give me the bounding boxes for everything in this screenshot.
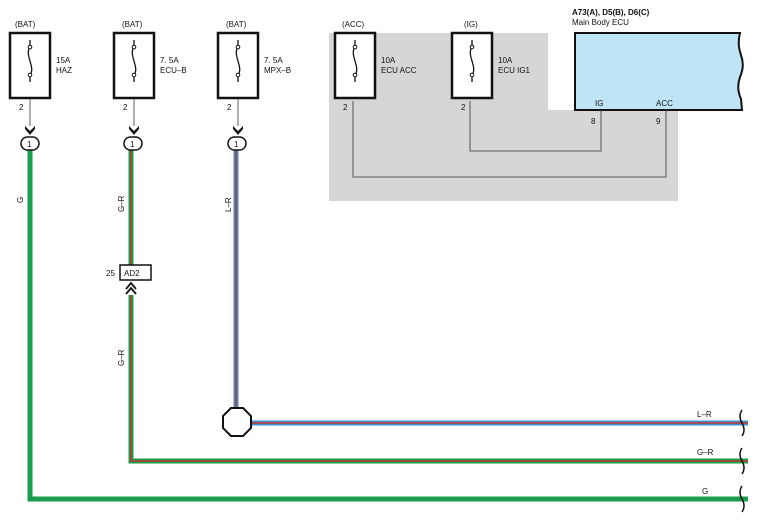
fuse-rating: 10A xyxy=(381,56,396,65)
junction-number: 1 xyxy=(27,140,32,149)
ecu-pin-ig-number: 8 xyxy=(591,117,596,126)
fuse-name: ECU IG1 xyxy=(498,66,531,75)
fuse-source-label: (IG) xyxy=(464,20,478,29)
fuse-rating: 15A xyxy=(56,56,71,65)
fuse-name: MPX–B xyxy=(264,66,291,75)
fuse-ecu-b: (BAT) 7. 5A ECU–B 2 xyxy=(112,20,187,112)
fuse-rating: 7. 5A xyxy=(264,56,283,65)
break-mark-g-r xyxy=(739,447,745,475)
wire-label-g: G xyxy=(16,197,25,203)
fuse-pin: 2 xyxy=(123,103,128,112)
right-label-l-r: L–R xyxy=(697,410,712,419)
junction-2: 1 xyxy=(123,126,143,151)
wire-ecu-ig1 xyxy=(469,101,602,152)
connector-pin: 25 xyxy=(106,269,115,278)
fuse-rating: 7. 5A xyxy=(160,56,179,65)
fuse-ecu-acc: (ACC) 10A ECU ACC 2 xyxy=(333,20,417,112)
ecu-shaded-region xyxy=(329,33,678,201)
fuse-source-label: (BAT) xyxy=(226,20,247,29)
junction-number: 1 xyxy=(130,140,135,149)
ecu-part-number: A73(A), D5(B), D6(C) xyxy=(572,8,650,17)
ecu-name: Main Body ECU xyxy=(572,18,629,27)
ecu-pin-acc-label: ACC xyxy=(656,99,673,108)
ecu-body xyxy=(574,32,744,111)
fuse-name: ECU–B xyxy=(160,66,187,75)
fuse-pin: 2 xyxy=(343,103,348,112)
wire-g xyxy=(27,150,748,502)
wire-ecu-acc xyxy=(352,101,667,178)
fuse-name: ECU ACC xyxy=(381,66,417,75)
fuse-haz: (BAT) 15A HAZ 2 xyxy=(8,20,72,112)
fuse-source-label: (BAT) xyxy=(122,20,143,29)
ecu-pin-ig-label: IG xyxy=(595,99,603,108)
break-mark-l-r xyxy=(739,409,745,437)
connector-ad2: AD2 25 xyxy=(106,264,152,295)
wire-g-r-lower xyxy=(128,295,748,464)
wire-label-g-r-lower: G–R xyxy=(117,349,126,366)
fuse-source-label: (ACC) xyxy=(342,20,365,29)
fuse-pin: 2 xyxy=(19,103,24,112)
fuse-pin: 2 xyxy=(461,103,466,112)
junction-3: 1 xyxy=(227,126,247,151)
fuse-ecu-ig1: (IG) 10A ECU IG1 2 xyxy=(450,20,531,112)
fuse-mpx-b: (BAT) 7. 5A MPX–B 2 xyxy=(216,20,291,112)
fuse-rating: 10A xyxy=(498,56,513,65)
right-label-g: G xyxy=(702,487,708,496)
wire-g-r-lower-stripe xyxy=(130,295,748,462)
junction-number: 1 xyxy=(234,140,239,149)
fuse-source-label: (BAT) xyxy=(15,20,36,29)
ecu-pin-acc-number: 9 xyxy=(656,117,661,126)
right-label-g-r: G–R xyxy=(697,448,714,457)
fuse-pin: 2 xyxy=(227,103,232,112)
wire-label-g-r-upper: G–R xyxy=(117,195,126,212)
splice-joint xyxy=(222,407,252,437)
fuse-name: HAZ xyxy=(56,66,72,75)
connector-id: AD2 xyxy=(124,269,140,278)
wire-label-l-r: L–R xyxy=(224,197,233,212)
junction-1: 1 xyxy=(20,126,40,151)
break-mark-g xyxy=(739,485,745,513)
